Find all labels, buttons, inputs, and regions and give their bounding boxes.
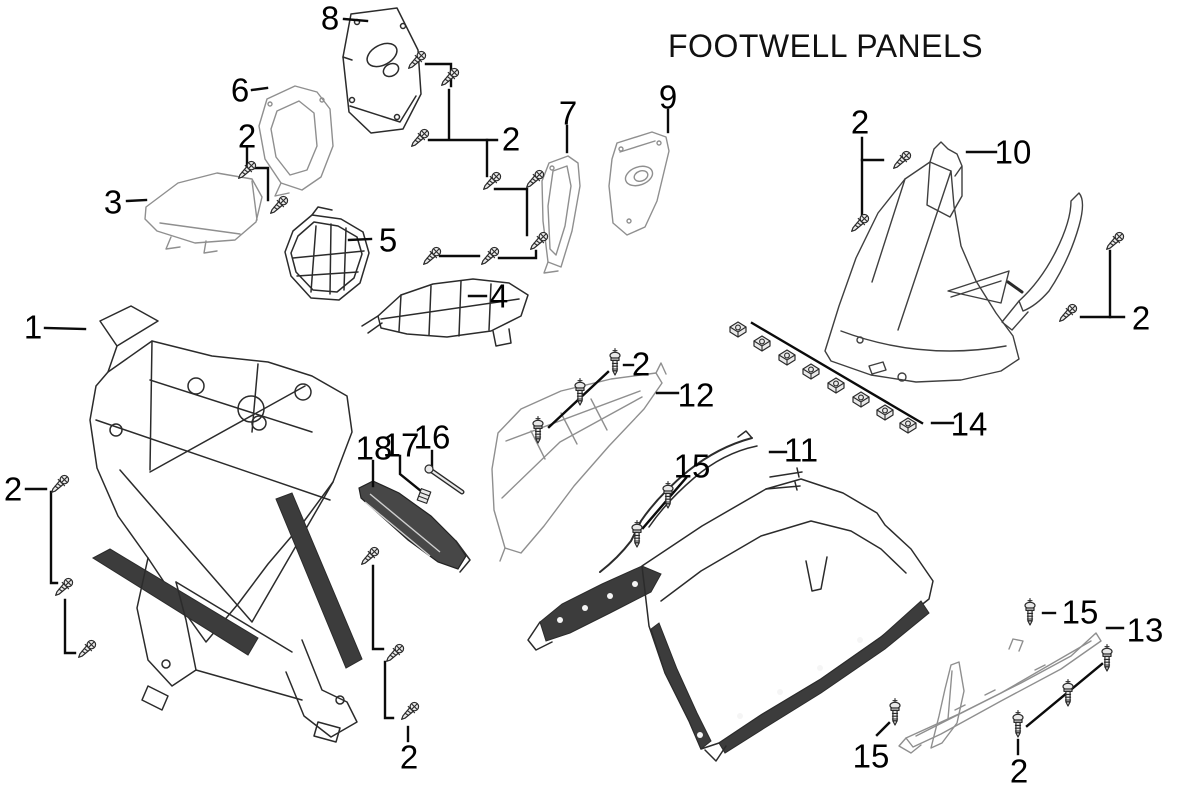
bolt-icon [424,464,465,495]
leader-line [497,249,538,260]
small-clip-icon [416,488,432,504]
rivet-pin-icon [1012,709,1024,738]
screw-icon [1055,301,1080,326]
leader-line [253,166,270,202]
callout-label-2: 2 [851,104,869,141]
screw-icon [382,641,407,666]
rivet-pin-icon [631,519,643,548]
screw-icon [404,48,429,73]
part-13-sill-garnish-drawing [898,632,1102,754]
callout-label-2: 2 [238,118,256,155]
leader-line [371,564,385,651]
leader-line [43,326,87,331]
callout-label-13: 13 [1127,612,1164,649]
callout-label-10: 10 [995,134,1032,171]
callout-label-2: 2 [400,739,418,776]
callout-label-5: 5 [379,222,397,259]
clip-nut-icon [852,391,870,408]
leader-line [49,490,59,585]
callout-label-14: 14 [951,406,988,443]
leader-line [750,321,924,425]
callout-label-6: 6 [231,72,249,109]
screw-icon [397,699,422,724]
leader-line [250,86,269,92]
callout-label-4: 4 [490,278,508,315]
callout-label-9: 9 [659,79,677,116]
leader-line [342,17,369,23]
callout-label-2: 2 [632,346,650,383]
screw-icon [407,126,432,151]
callout-label-18: 18 [356,430,393,467]
fasteners-layer [47,48,1127,738]
part-8-inner-shield-drawing [342,7,422,134]
callout-label-15: 15 [853,738,890,775]
leader-line [347,237,373,242]
rivet-pin-icon [609,347,621,376]
callout-label-15: 15 [1062,594,1099,631]
leader-line [63,598,77,655]
leader-line [493,187,529,237]
screw-icon [47,472,72,497]
rivet-pin-icon [1101,643,1113,672]
screw-icon [51,575,76,600]
clip-nut-icon [802,363,820,380]
callout-label-11: 11 [784,432,818,469]
clip-nut-icon [778,349,796,366]
screw-icon [74,637,99,662]
screw-icon [889,148,914,173]
callout-label-2: 2 [1010,753,1028,790]
clip-nut-icon [753,335,771,352]
leader-line [125,198,148,203]
rivet-pin-icon [1062,678,1074,707]
part-10-under-cover-drawing [824,141,1084,383]
part-7-pillar-panel-drawing [541,155,581,274]
part-11-floor-panel-drawing [527,430,934,762]
leader-line [875,721,891,737]
callout-label-1: 1 [24,309,42,346]
part-9-pillar-panel-drawing [608,131,670,236]
screw-icon [357,544,382,569]
part-6-frame-panel-drawing [258,85,334,197]
leader-line [641,476,688,530]
part-5-inner-guard-drawing [284,206,370,301]
screw-icon [477,244,502,269]
callout-label-2: 2 [1132,300,1150,337]
callout-label-3: 3 [104,184,122,221]
rivet-pin-icon [1024,597,1036,626]
rivet-pin-icon [889,697,901,726]
leader-line [1025,662,1104,728]
part-18-mud-guard-drawing [358,480,471,573]
callout-label-7: 7 [559,95,577,132]
callout-label-8: 8 [321,0,339,37]
screw-icon [1102,229,1127,254]
part-3-upper-cover-drawing [144,172,263,254]
screw-icon [266,193,291,218]
clip-nut-icon [729,321,747,338]
callout-label-2: 2 [502,121,520,158]
leader-lines-layer [24,17,1126,756]
screw-icon [437,65,462,90]
clip-nut-icon [876,404,894,421]
callout-label-16: 16 [414,419,451,456]
diagram-title: FOOTWELL PANELS [668,28,983,64]
part-4-center-duct-drawing [361,278,529,347]
callout-label-17: 17 [383,427,420,464]
leader-line [383,660,395,720]
callout-label-2: 2 [4,471,22,508]
leader-line [398,454,423,493]
clip-nut-icon [827,377,845,394]
screw-icon [847,211,872,236]
clip-nut-icon [899,417,917,434]
part-1-front-frame-drawing [89,305,363,743]
callout-label-12: 12 [678,377,715,414]
callout-label-15: 15 [674,448,711,485]
